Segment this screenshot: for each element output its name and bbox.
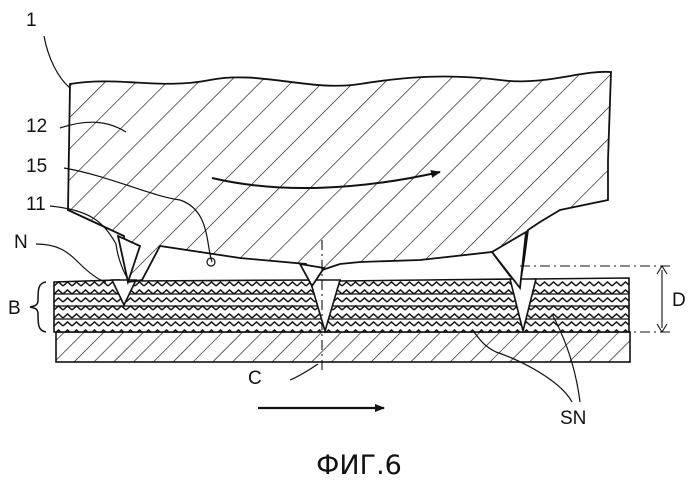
- tool-body: [68, 72, 611, 284]
- label-sn: SN: [560, 408, 586, 429]
- label-1: 1: [26, 10, 37, 31]
- brace-b: [30, 282, 46, 332]
- layered-material: [54, 278, 629, 332]
- label-n: N: [14, 232, 28, 253]
- label-b: B: [8, 298, 21, 319]
- base-plate: [56, 332, 630, 362]
- label-12: 12: [26, 116, 47, 137]
- label-d: D: [672, 290, 686, 311]
- figure-caption: ФИГ.6: [316, 450, 402, 481]
- label-15: 15: [26, 156, 47, 177]
- label-11: 11: [26, 194, 46, 215]
- label-c: C: [248, 368, 262, 389]
